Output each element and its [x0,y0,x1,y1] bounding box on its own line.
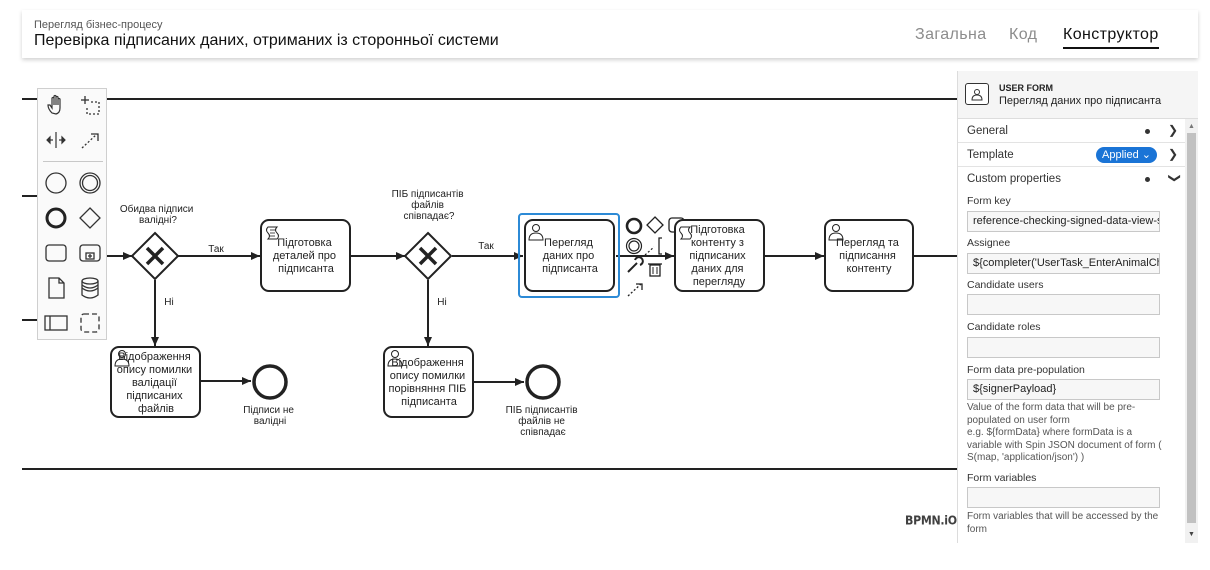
breadcrumb: Перегляд бізнес-процесу [34,19,163,31]
panel-scrollbar-thumb[interactable] [1187,133,1196,523]
prepopulation-input[interactable]: ${signerPayload} [967,379,1160,400]
bpmn-canvas[interactable]: Обидва підписи валідні? ПІБ підписантів … [0,70,957,550]
palette-separator [43,161,103,162]
trash-icon[interactable] [648,263,662,277]
properties-panel: USER FORM Перегляд даних про підписанта … [957,71,1198,543]
form-key-input[interactable]: reference-checking-signed-data-view-s [967,211,1160,232]
end-event-signatures-invalid[interactable] [252,364,288,400]
form-variables-description: Form variables that will be accessed by … [967,511,1159,535]
form-variables-input[interactable] [967,487,1160,508]
gateway2-label: ПІБ підписантів файлів співпадає? [392,189,467,222]
candidate-users-label: Candidate users [967,279,1044,291]
panel-header: USER FORM Перегляд даних про підписанта [958,71,1198,119]
user-task-error-compare[interactable] [383,346,474,418]
data-object-icon[interactable] [42,274,70,302]
flow-label-yes: Так [208,244,224,255]
flow-label-no: Ні [437,297,446,308]
assignee-input[interactable]: ${completer('UserTask_EnterAnimalCh [967,253,1160,274]
append-gateway-icon[interactable] [646,216,664,234]
scroll-up-icon[interactable]: ▲ [1188,123,1195,130]
tool-palette [37,88,107,340]
chevron-down-icon: ⌄ [1141,149,1151,161]
scroll-down-icon[interactable]: ▼ [1188,531,1195,538]
flow-label-no: Ні [164,297,173,308]
task-icon[interactable] [42,239,70,267]
prepopulation-label: Form data pre-population [967,364,1085,376]
script-task-prepare-details[interactable] [260,219,351,292]
end-event-icon[interactable] [42,204,70,232]
user-task-error-validation[interactable] [110,346,201,418]
group-template-label: Template [967,149,1014,161]
element-name: Перегляд даних про підписанта [999,95,1162,107]
tab-code[interactable]: Код [1009,26,1038,43]
exclusive-gateway-names-match[interactable] [403,231,453,281]
user-task-icon [965,83,989,105]
end-event-label: ПІБ підписантів файлів не співпадає [506,405,581,438]
task-label: Перегляд та підписання контенту [836,237,902,275]
candidate-roles-input[interactable] [967,337,1160,358]
connect-arrow-icon[interactable] [627,283,642,297]
gateway-icon[interactable] [76,204,104,232]
task-label: Підготовка контенту з підписаних даних д… [689,224,748,288]
exclusive-gateway-signatures-valid[interactable] [130,231,180,281]
group-custom-properties[interactable]: Custom properties ❯ [958,167,1185,191]
user-task-view-signer-selected[interactable] [518,213,620,298]
user-task-view-content[interactable] [824,219,914,292]
append-intermediate-event-icon[interactable] [625,237,643,255]
candidate-users-input[interactable] [967,294,1160,315]
form-key-label: Form key [967,195,1011,207]
group-icon[interactable] [76,309,104,337]
script-task-prepare-content[interactable] [674,219,765,292]
task-label: Відображення опису помилки порівняння ПІ… [389,357,470,408]
task-label: Підготовка деталей про підписанта [273,237,339,275]
global-connect-tool-icon[interactable] [76,126,104,154]
intermediate-event-icon[interactable] [76,169,104,197]
data-marker-icon [1145,177,1150,182]
chevron-right-icon[interactable]: ❯ [1168,147,1179,161]
group-general[interactable]: General ❯ [958,119,1185,143]
lasso-tool-icon[interactable] [76,91,104,119]
flow-label-yes: Так [478,241,494,252]
element-type: USER FORM [999,83,1053,93]
subprocess-icon[interactable] [76,239,104,267]
end-event-label: Підписи не валідні [243,405,296,427]
page-header: Перегляд бізнес-процесу Перевірка підпис… [22,10,1198,58]
wrench-icon[interactable] [627,256,644,273]
participant-pool-icon[interactable] [42,309,70,337]
space-tool-icon[interactable] [42,126,70,154]
data-store-icon[interactable] [76,274,104,302]
form-variables-label: Form variables [967,472,1037,484]
tab-general[interactable]: Загальна [915,26,987,43]
chevron-right-icon[interactable]: ❯ [1168,123,1179,137]
task-label: Відображення опису помилки валідації під… [117,351,196,415]
connect-icon[interactable] [644,246,655,256]
page-title: Перевірка підписаних даних, отриманих із… [34,32,499,49]
text-annotation-icon[interactable] [658,237,662,255]
group-general-label: General [967,125,1008,137]
append-end-event-icon[interactable] [625,217,643,235]
gateway1-label: Обидва підписи валідні? [120,203,196,226]
tab-constructor[interactable]: Конструктор [1063,26,1159,49]
chevron-down-icon[interactable]: ❯ [1168,172,1183,184]
task-label: Перегляд даних про підписанта [542,237,599,275]
data-marker-icon [1145,129,1150,134]
group-custom-label: Custom properties [967,173,1061,185]
template-applied-dropdown[interactable]: Applied ⌄ [1096,147,1157,163]
start-event-icon[interactable] [42,169,70,197]
group-template[interactable]: Template Applied ⌄ ❯ [958,143,1185,167]
assignee-label: Assignee [967,237,1011,249]
candidate-roles-label: Candidate roles [967,321,1041,333]
hand-tool-icon[interactable] [42,91,70,119]
end-event-names-mismatch[interactable] [525,364,561,400]
prepopulation-description: Value of the form data that will be pre-… [967,402,1162,463]
bpmn-io-logo[interactable]: BPMN.iO [905,513,957,528]
